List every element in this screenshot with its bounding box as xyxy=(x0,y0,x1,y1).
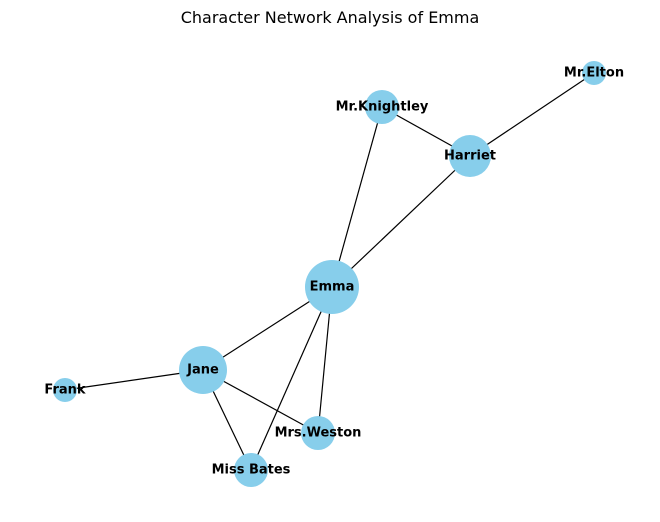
node-label-frank: Frank xyxy=(44,383,85,398)
node-knightley xyxy=(365,90,399,124)
edge-emma-knightley xyxy=(331,106,383,288)
node-elton xyxy=(582,61,606,85)
graph-title: Character Network Analysis of Emma xyxy=(180,8,480,27)
node-jane xyxy=(179,346,227,394)
node-label-harriet: Harriet xyxy=(444,149,496,164)
node-frank xyxy=(53,378,77,402)
node-label-emma: Emma xyxy=(310,280,355,295)
edge-emma-bates xyxy=(250,286,333,471)
labels-layer: Emma Harriet Mr.Knightley Mr.EltonJaneFrank… xyxy=(44,66,624,478)
node-label-elton: Mr.Elton xyxy=(564,66,624,81)
node-weston xyxy=(301,416,335,450)
node-emma xyxy=(305,260,359,314)
edge-emma-harriet xyxy=(331,155,471,288)
node-bates xyxy=(234,453,268,487)
node-label-knightley: Mr.Knightley xyxy=(336,100,429,115)
node-harriet xyxy=(449,135,491,177)
edge-harriet-elton xyxy=(469,72,595,157)
nodes-layer xyxy=(53,61,606,487)
node-label-weston: Mrs.Weston xyxy=(275,426,362,441)
node-label-bates: Miss Bates xyxy=(212,463,291,478)
node-label-jane: Jane xyxy=(186,363,219,378)
